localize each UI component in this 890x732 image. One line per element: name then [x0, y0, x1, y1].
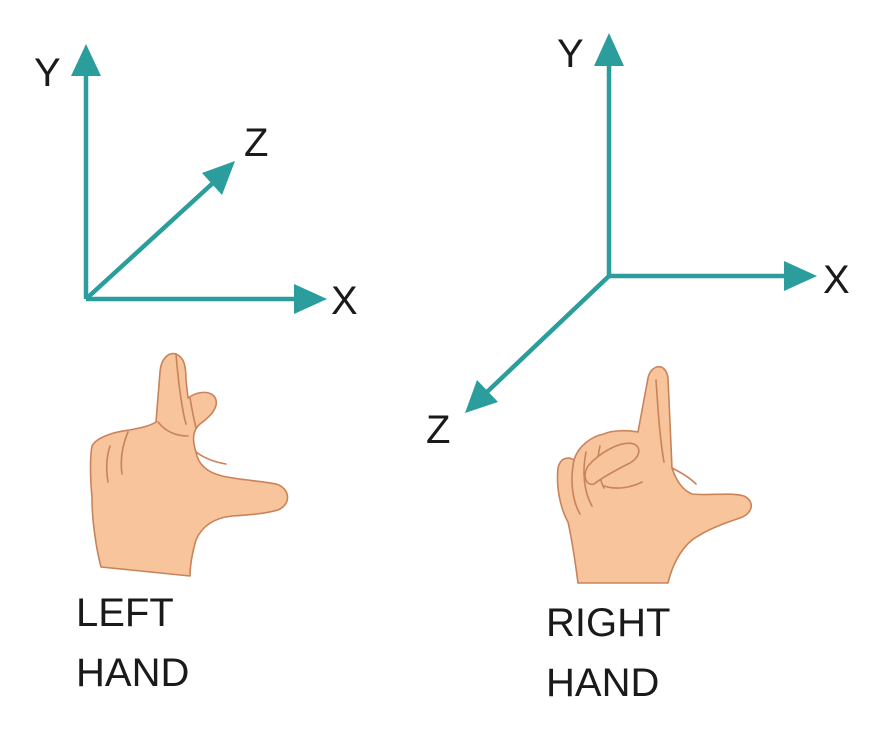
right-caption-line1: RIGHT — [546, 601, 671, 645]
right-x-label: X — [823, 258, 850, 302]
right-y-label: Y — [557, 32, 584, 76]
left-caption-line2: HAND — [76, 651, 190, 695]
left-hand-icon — [89, 352, 289, 577]
right-caption-line2: HAND — [546, 661, 660, 705]
left-y-label: Y — [34, 51, 61, 95]
left-z-axis — [84, 181, 215, 301]
left-z-arrow-icon — [202, 161, 235, 195]
right-z-label: Z — [426, 408, 450, 452]
left-hand-caption: LEFT HAND — [76, 583, 189, 703]
right-x-arrow-icon — [784, 261, 817, 291]
right-axes — [465, 33, 817, 413]
right-z-arrow-icon — [465, 380, 498, 413]
left-z-label: Z — [244, 121, 268, 165]
left-y-arrow-icon — [71, 44, 101, 76]
left-x-arrow-icon — [294, 284, 327, 314]
right-z-axis — [485, 274, 611, 394]
right-hand-icon — [556, 365, 752, 584]
left-x-label: X — [331, 279, 358, 323]
right-hand-caption: RIGHT HAND — [546, 593, 670, 713]
right-y-arrow-icon — [594, 33, 624, 66]
left-caption-line1: LEFT — [76, 591, 174, 635]
left-axes — [71, 44, 327, 314]
